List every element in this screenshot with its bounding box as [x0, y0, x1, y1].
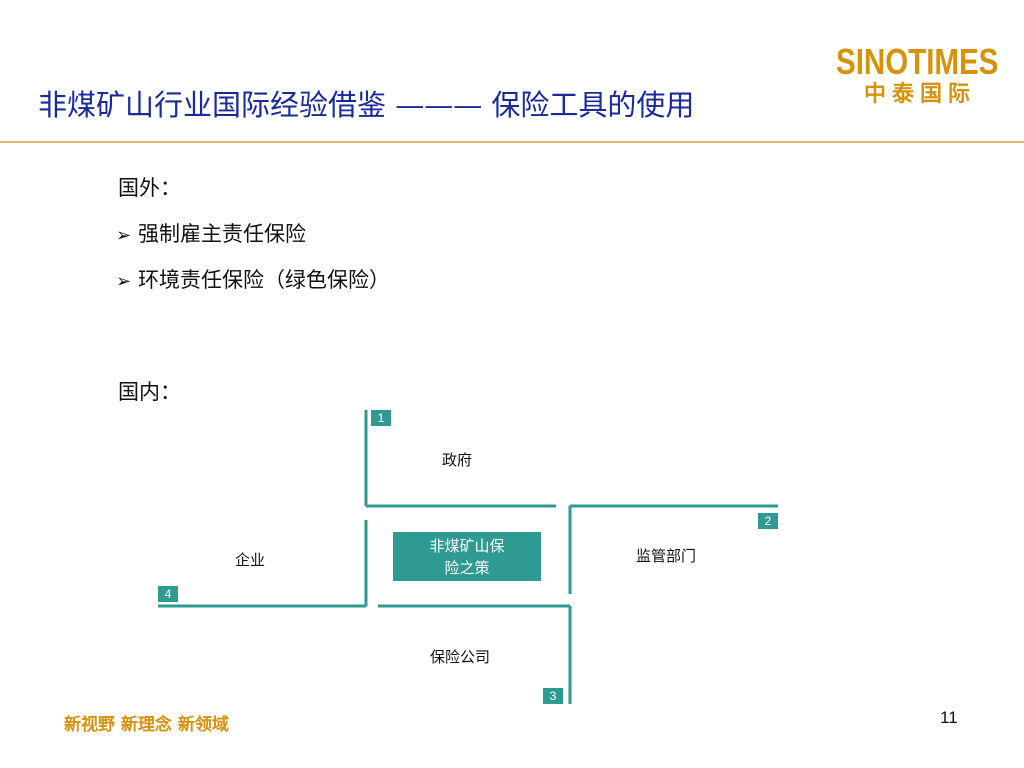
sinotimes-logo: SINOTIMES 中泰国际: [836, 42, 1000, 107]
center-box-strategy: 非煤矿山保 险之策: [393, 532, 541, 581]
badge-enterprise-number: 4: [158, 586, 178, 602]
footer-slogan: 新视野 新理念 新领域: [64, 715, 229, 735]
arrow-bullet-icon: ➢: [116, 225, 132, 246]
node-label-insurer: 保险公司: [430, 648, 491, 666]
page-number: 11: [940, 708, 958, 727]
badge-insurer-number: 3: [543, 688, 563, 704]
node-label-enterprise: 企业: [235, 551, 266, 569]
center-box-line-2: 险之策: [444, 559, 490, 577]
node-label-government: 政府: [442, 451, 473, 469]
badge-regulator-number: 2: [758, 513, 778, 529]
bullet-text: 环境责任保险（绿色保险）: [138, 268, 390, 292]
node-label-regulator: 监管部门: [636, 547, 697, 565]
header-divider: [0, 141, 1024, 143]
foreign-label: 国外：: [118, 176, 181, 200]
logo-text-cn: 中泰国际: [863, 81, 976, 107]
slide-title: 非煤矿山行业国际经验借鉴 ——— 保险工具的使用: [38, 88, 695, 122]
center-box-line-1: 非煤矿山保: [429, 537, 505, 555]
badge-government-number: 1: [371, 410, 391, 426]
bullet-text: 强制雇主责任保险: [138, 222, 306, 246]
arrow-bullet-icon: ➢: [116, 271, 132, 292]
domestic-label: 国内：: [118, 380, 181, 404]
bullet-item-employer-insurance: ➢ 强制雇主责任保险: [116, 218, 306, 248]
bullet-item-environment-insurance: ➢ 环境责任保险（绿色保险）: [116, 264, 390, 294]
